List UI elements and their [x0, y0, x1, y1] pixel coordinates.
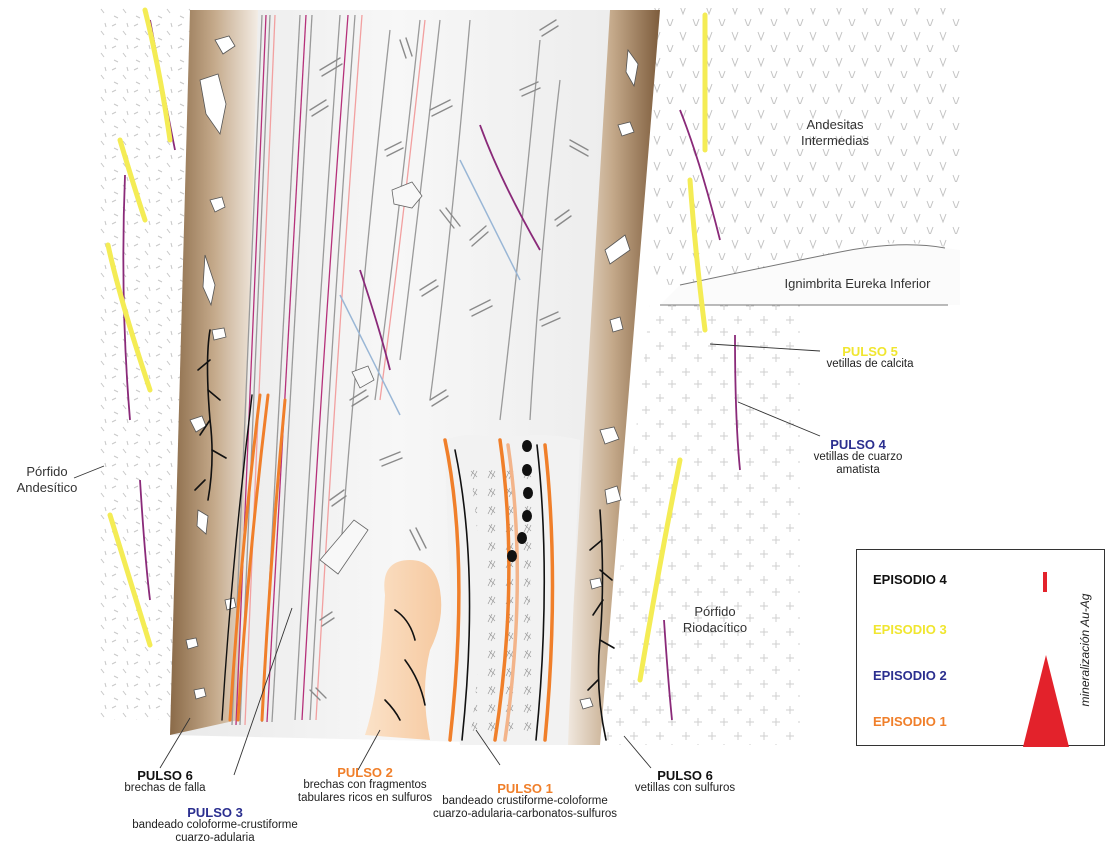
pulse4-desc2: amatista	[836, 464, 879, 476]
porfido-riodacitico-line1: Pórfido	[694, 604, 735, 619]
pulse4-title: PULSO 4	[788, 438, 928, 451]
label-porfido-riodacitico: Pórfido Riodacítico	[665, 604, 765, 636]
label-porfido-andesitico: Pórfido Andesítico	[10, 464, 84, 496]
pulse6-right-desc: vetillas con sulfuros	[635, 782, 735, 794]
pulse1-title: PULSO 1	[410, 782, 640, 795]
andesitas-line2: Intermedias	[801, 133, 869, 148]
legend-box: EPISODIO 4 EPISODIO 3 EPISODIO 2 EPISODI…	[856, 549, 1105, 746]
legend-mineralization-graphic	[857, 550, 1105, 747]
legend-axis-label: mineralización Au-Ag	[1074, 580, 1096, 720]
pulse6-right-title: PULSO 6	[610, 769, 760, 782]
andesitas-line1: Andesitas	[806, 117, 863, 132]
porfido-andesitico-line2: Andesítico	[17, 480, 78, 495]
episodio4-mineral-marker	[1043, 572, 1047, 592]
pulse6-left-title: PULSO 6	[100, 769, 230, 782]
porfido-andesitico-line1: Pórfido	[26, 464, 67, 479]
pulse3-label: PULSO 3 bandeado coloforme-crustiforme c…	[105, 806, 325, 845]
pulse6-left-desc: brechas de falla	[124, 782, 205, 794]
porfido-riodacitico-line2: Riodacítico	[683, 620, 747, 635]
pulse2-title: PULSO 2	[265, 766, 465, 779]
pulse3-title: PULSO 3	[105, 806, 325, 819]
pulse5-desc: vetillas de calcita	[827, 358, 914, 370]
pulse4-desc1: vetillas de cuarzo	[814, 451, 903, 463]
pulse3-desc2: cuarzo-adularia	[175, 832, 254, 844]
mineralizacion-label: mineralización Au-Ag	[1078, 594, 1092, 707]
pulse1-label: PULSO 1 bandeado crustiforme-coloforme c…	[410, 782, 640, 821]
pulse3-desc1: bandeado coloforme-crustiforme	[132, 819, 298, 831]
label-ignimbrita: Ignimbrita Eureka Inferior	[760, 276, 955, 292]
pulse1-desc1: bandeado crustiforme-coloforme	[442, 795, 608, 807]
episodio1-mineral-triangle	[1023, 655, 1069, 747]
pulse6-left-label: PULSO 6 brechas de falla	[100, 769, 230, 795]
label-andesitas: Andesitas Intermedias	[770, 117, 900, 149]
pulse5-label: PULSO 5 vetillas de calcita	[805, 345, 935, 371]
pulse2-desc1: brechas con fragmentos	[303, 779, 426, 791]
pulse1-desc2: cuarzo-adularia-carbonatos-sulfuros	[433, 808, 617, 820]
pulse4-label: PULSO 4 vetillas de cuarzo amatista	[788, 438, 928, 477]
pulse5-title: PULSO 5	[805, 345, 935, 358]
